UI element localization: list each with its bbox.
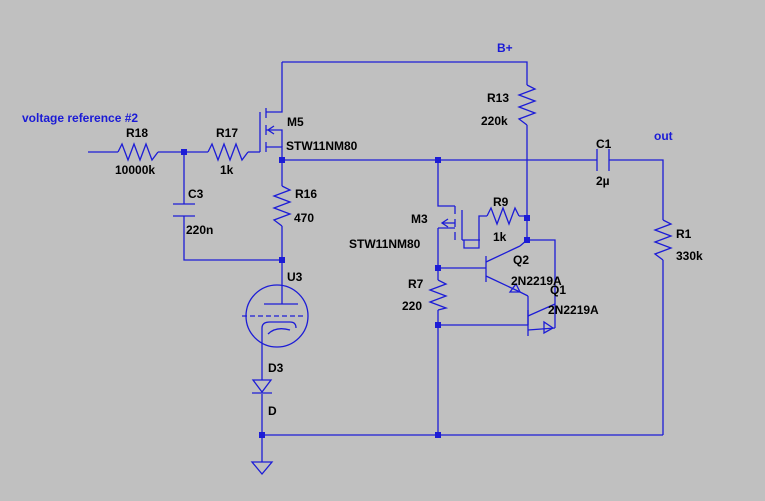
junction-dot [279, 257, 285, 263]
r7-ref: R7 [408, 277, 424, 291]
r16-ref: R16 [295, 187, 317, 201]
d3-ref: D3 [268, 361, 284, 375]
resistor-r18[interactable] [117, 142, 159, 162]
q1-ref: Q1 [550, 283, 566, 297]
c3-ref: C3 [188, 187, 204, 201]
r16-value: 470 [294, 211, 314, 225]
r18-value: 10000k [115, 163, 155, 177]
resistor-r9[interactable] [486, 206, 520, 226]
r13-value: 220k [481, 114, 508, 128]
junction-dot [435, 322, 441, 328]
r13-ref: R13 [487, 91, 509, 105]
mosfet-m3[interactable] [438, 206, 463, 240]
capacitor-c3[interactable] [173, 203, 195, 217]
r7-value: 220 [402, 299, 422, 313]
junction-dot [435, 265, 441, 271]
r18-ref: R18 [126, 126, 148, 140]
net-label-vref: voltage reference #2 [22, 111, 138, 125]
r1-ref: R1 [676, 227, 692, 241]
u3-ref: U3 [287, 270, 303, 284]
m3-ref: M3 [411, 212, 428, 226]
d3-value: D [268, 404, 277, 418]
c1-value: 2µ [596, 174, 610, 188]
net-label-out: out [654, 129, 673, 143]
resistor-r13[interactable] [517, 84, 537, 126]
q2-value: 2N2219A [511, 274, 562, 288]
m3-value: STW11NM80 [349, 237, 421, 251]
junctions [181, 149, 530, 438]
capacitor-c1[interactable] [596, 149, 610, 171]
junction-dot [279, 157, 285, 163]
r17-ref: R17 [216, 126, 238, 140]
labels: voltage reference #2 B+ out R18 10000k R… [22, 41, 703, 418]
transistor-q1[interactable] [527, 303, 556, 336]
q1-value: 2N2219A [548, 303, 599, 317]
r1-value: 330k [676, 249, 703, 263]
r17-value: 1k [220, 163, 234, 177]
junction-dot [259, 432, 265, 438]
junction-dot [435, 157, 441, 163]
junction-dot [435, 432, 441, 438]
c1-ref: C1 [596, 137, 612, 151]
r9-ref: R9 [493, 195, 509, 209]
m5-value: STW11NM80 [286, 139, 358, 153]
diode-d3[interactable] [251, 379, 273, 394]
r9-value: 1k [493, 230, 507, 244]
q2-ref: Q2 [513, 253, 529, 267]
resistor-r1[interactable] [653, 219, 673, 261]
junction-dot [181, 149, 187, 155]
ground-symbol [250, 461, 274, 476]
resistor-r7[interactable] [428, 279, 449, 311]
net-label-bplus: B+ [497, 41, 513, 55]
wires [88, 61, 664, 462]
resistor-r17[interactable] [207, 142, 249, 162]
tube-u3[interactable] [242, 284, 309, 348]
c3-value: 220n [186, 223, 213, 237]
resistor-r16[interactable] [272, 185, 292, 227]
m5-ref: M5 [287, 115, 304, 129]
mosfet-m5[interactable] [259, 108, 283, 152]
junction-dot [524, 215, 530, 221]
